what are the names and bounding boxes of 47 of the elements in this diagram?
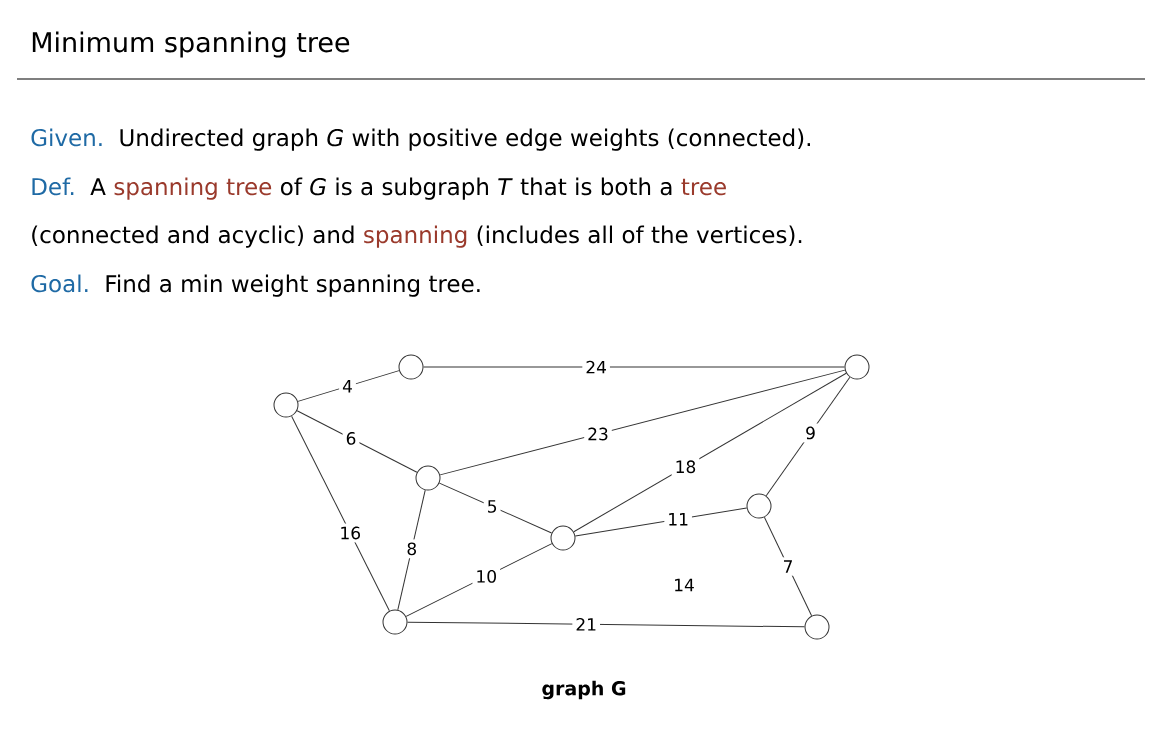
vertex-circle [550,525,576,551]
vertex-circle [804,614,830,640]
edge-weight: 9 [802,423,819,443]
graph-edge [423,366,845,368]
text-line: Def. [32,177,74,196]
text-line: Given. [31,128,102,147]
graph-edge [573,372,847,533]
edge-weight: 21 [572,614,600,634]
graph-edge [439,369,846,476]
edge-weight: 8 [403,539,421,559]
graph-edge [765,376,851,497]
vertex-circle [844,354,870,380]
vertex-circle [273,392,299,418]
edge-weight: 16 [336,523,365,543]
vertex-circle [415,465,441,491]
text-line: Goal. [31,274,88,293]
text-line: tree [681,178,726,196]
edge-weight: 18 [671,457,700,477]
vertex-circle [398,354,424,380]
edge-weight: 5 [483,497,501,516]
text-line: A [90,178,106,195]
slide-title: Minimum spanning tree [32,31,350,58]
text-line: of G is a subgraph T that is both a [281,177,672,200]
edge-weight: 4 [339,377,356,396]
edge-weight: 6 [342,429,360,448]
graph-edge [763,516,813,617]
graph-edge [438,482,553,534]
graph-edge [407,621,805,628]
edge-weight: 10 [472,566,501,586]
graph-edge [397,489,426,611]
graph-edge [296,410,418,473]
vertex-circle [382,609,408,635]
edge-weight: 7 [779,557,797,576]
caption: graph G [542,680,626,700]
edge-weight: 14 [675,578,694,592]
text-line: Find a min weight spanning tree. [106,274,480,297]
edge-weight: 11 [664,510,692,529]
text-line: Undirected graph G with positive edge weights (connected). [120,128,810,151]
graph-edge [297,370,400,402]
text-line: spanning [364,225,467,248]
text-line: (includes all of the vertices). [477,225,802,247]
edge-weight: 24 [582,357,610,377]
text-line: (connected and acyclic) and [32,225,354,248]
text-line: spanning tree [114,177,272,200]
edge-weight: 23 [584,424,612,444]
graph-edge [291,415,390,612]
vertex-circle [746,493,772,519]
